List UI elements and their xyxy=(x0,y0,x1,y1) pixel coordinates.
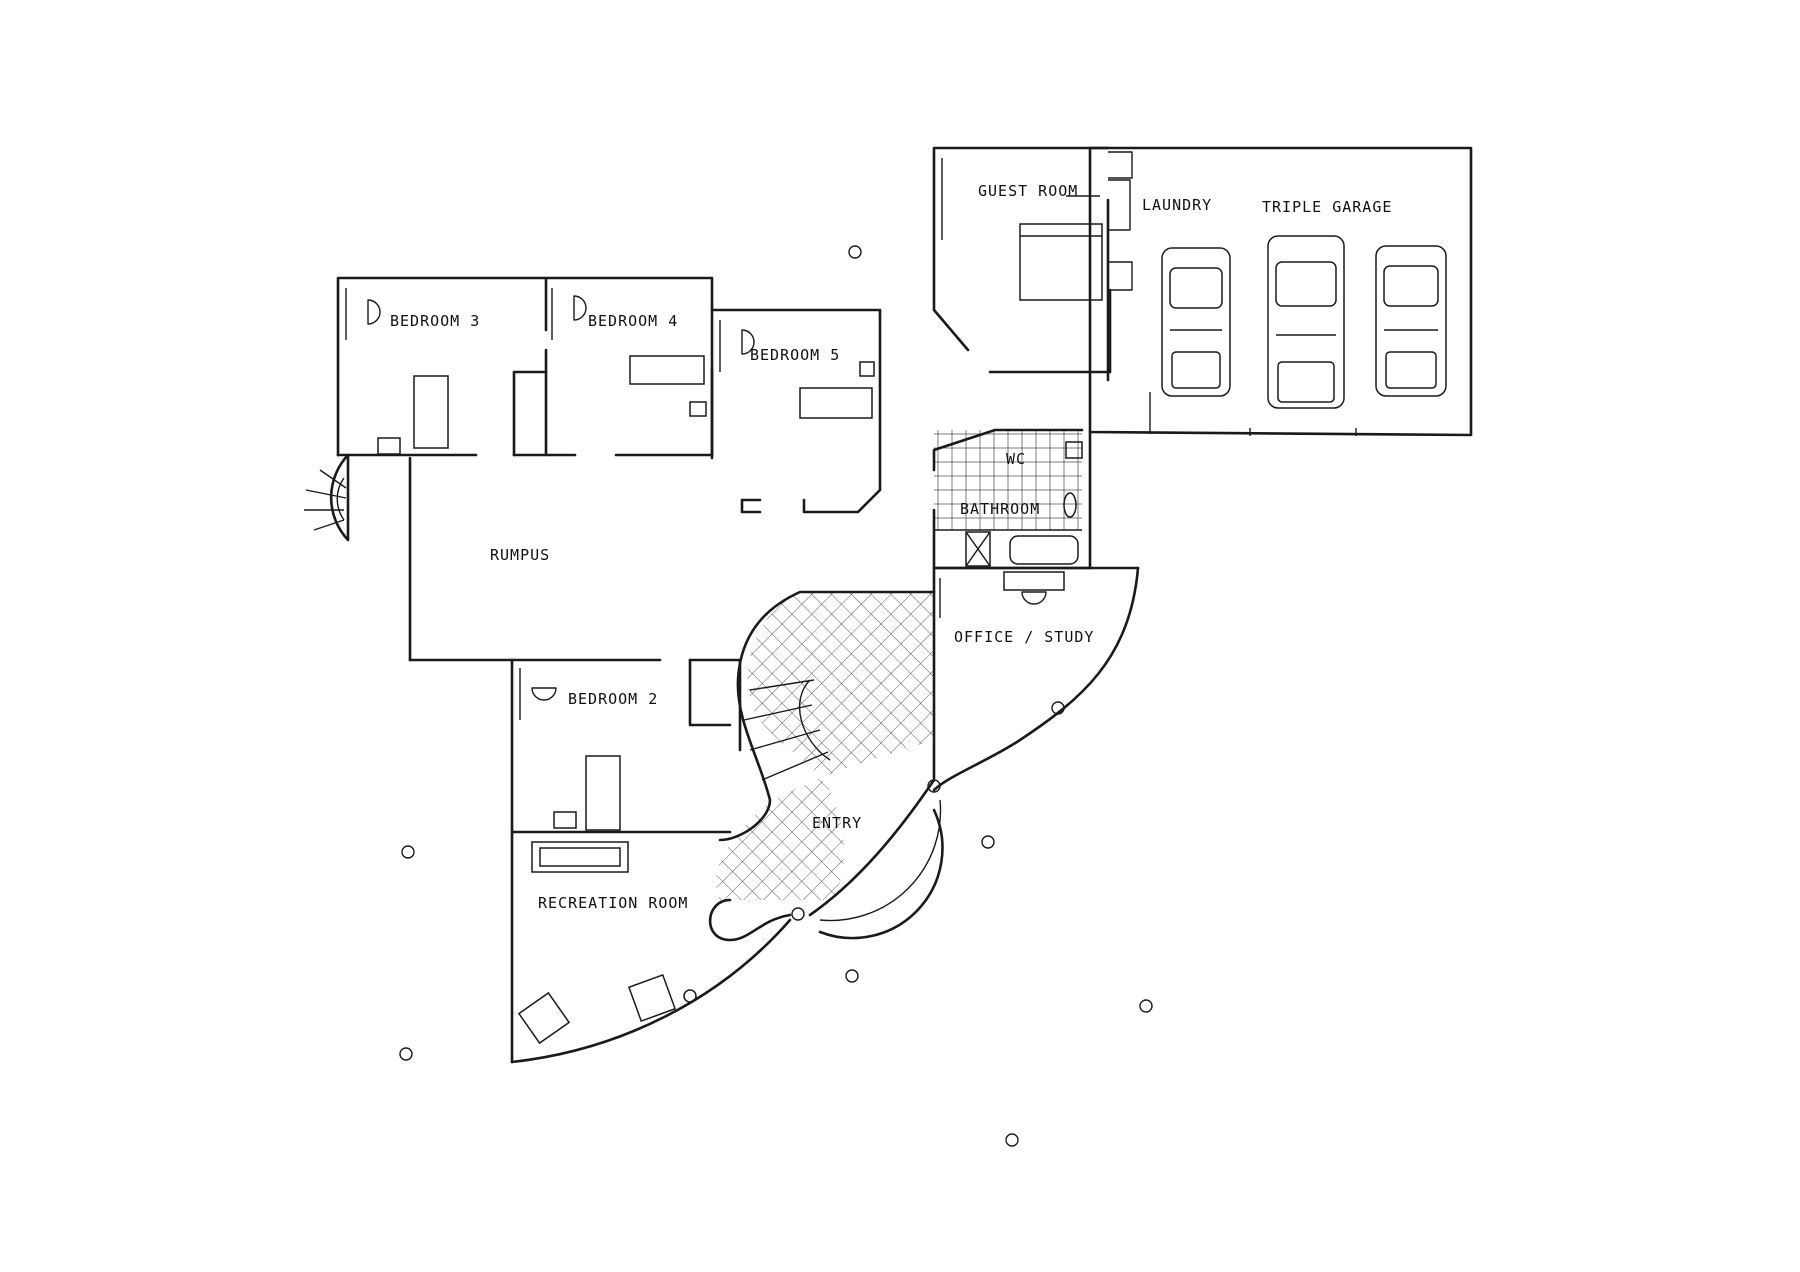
bedroom-wing xyxy=(336,276,882,514)
label-triple-garage: TRIPLE GARAGE xyxy=(1262,198,1392,216)
label-guest-room: GUEST ROOM xyxy=(978,182,1078,200)
label-office-study: OFFICE / STUDY xyxy=(954,628,1094,646)
bedroom-2 xyxy=(510,658,732,834)
label-bedroom-4: BEDROOM 4 xyxy=(588,312,678,330)
entry xyxy=(715,590,944,940)
room-labels: GUEST ROOM LAUNDRY TRIPLE GARAGE BEDROOM… xyxy=(390,182,1392,912)
column-markers xyxy=(399,245,1153,1147)
bathroom-core xyxy=(932,428,1092,570)
guest-room xyxy=(932,146,1112,374)
label-bedroom-3: BEDROOM 3 xyxy=(390,312,480,330)
label-bedroom-5: BEDROOM 5 xyxy=(750,346,840,364)
garage-wing xyxy=(1088,146,1473,437)
spiral-stair-icon xyxy=(304,453,350,542)
office-study xyxy=(932,566,1140,792)
car-3-icon xyxy=(1375,245,1447,397)
recreation-room xyxy=(510,830,792,1064)
car-1-icon xyxy=(1161,247,1231,397)
car-2-icon xyxy=(1267,235,1345,409)
label-bedroom-2: BEDROOM 2 xyxy=(568,690,658,708)
label-recreation-room: RECREATION ROOM xyxy=(538,894,688,912)
label-bathroom: BATHROOM xyxy=(960,500,1040,518)
label-entry: ENTRY xyxy=(812,814,862,832)
label-laundry: LAUNDRY xyxy=(1142,196,1212,214)
label-rumpus: RUMPUS xyxy=(490,546,550,564)
label-wc: WC xyxy=(1006,450,1026,468)
